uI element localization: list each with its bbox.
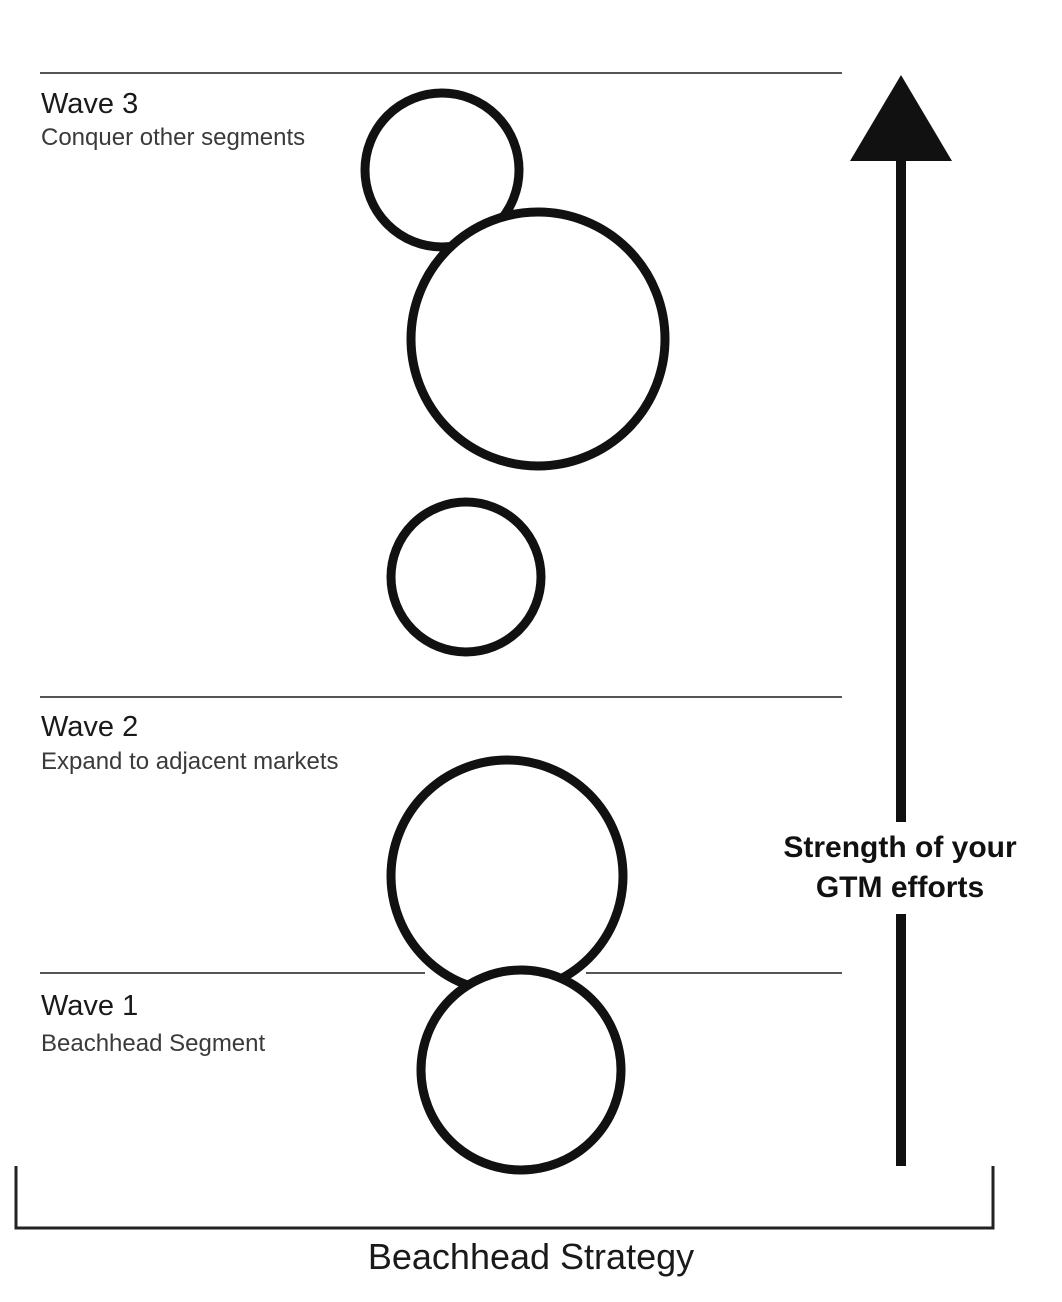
gtm-strength-label: Strength of your GTM efforts	[760, 822, 1040, 914]
gtm-strength-label-line2: GTM efforts	[815, 871, 985, 904]
wave1-subtitle: Beachhead Segment	[41, 1030, 266, 1057]
arrow-head-icon	[850, 75, 952, 161]
wave1-circle	[416, 965, 626, 1175]
wave2-title: Wave 2	[41, 711, 139, 743]
beachhead-strategy-title: Beachhead Strategy	[367, 1236, 695, 1277]
gtm-strength-label-line1: Strength of your	[783, 831, 1017, 864]
wave2-subtitle: Expand to adjacent markets	[41, 748, 339, 775]
wave3-title: Wave 3	[41, 88, 139, 120]
wave3-circle-large	[406, 207, 670, 471]
wave2-circle	[386, 755, 628, 997]
wave3-subtitle: Conquer other segments	[41, 124, 306, 151]
strategy-bracket	[14, 1166, 995, 1230]
wave3-circle-small-bottom	[386, 497, 546, 657]
wave1-title: Wave 1	[41, 990, 139, 1022]
wave3-circle-small-top	[360, 88, 524, 252]
